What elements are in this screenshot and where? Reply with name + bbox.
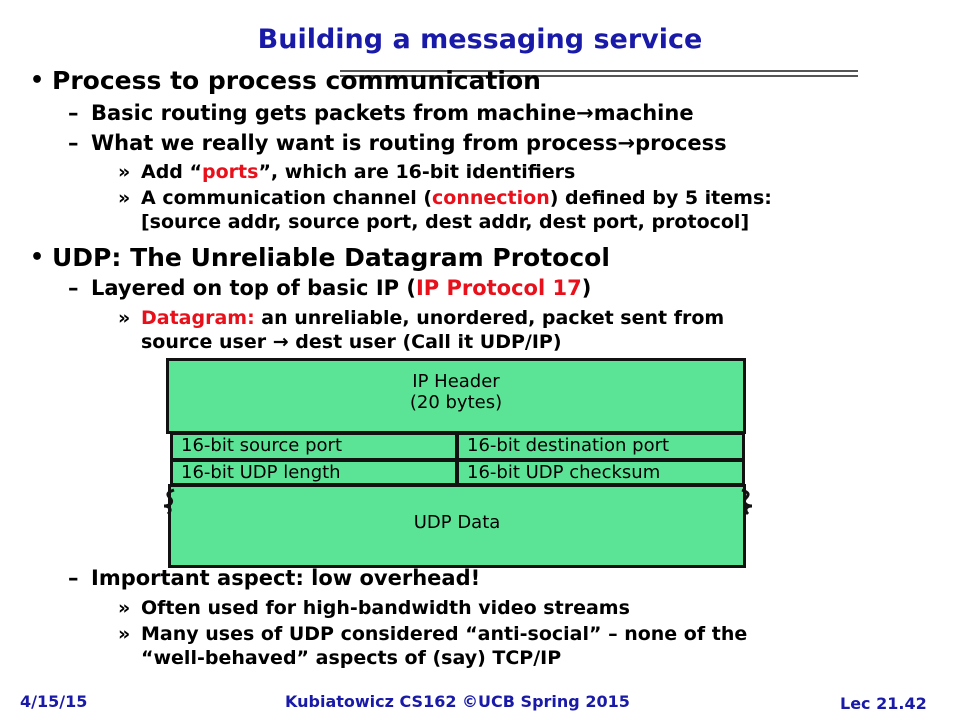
field-source-port: 16-bit source port (170, 432, 458, 461)
item-datagram-definition: Datagram: an unreliable, unordered, pack… (141, 307, 724, 329)
subbullet-text: Layered on top of basic IP ( (91, 276, 416, 300)
subbullet-basic-routing: Basic routing gets packets from machine→… (91, 101, 694, 125)
ip-header-size: (20 bytes) (409, 392, 503, 413)
dash-marker: – (68, 131, 79, 155)
title-rule-bottom (340, 75, 858, 77)
dash-marker: – (68, 566, 79, 590)
raquo-marker: » (118, 187, 131, 209)
item-text: ”, which are 16-bit identifiers (258, 161, 576, 183)
dash-marker: – (68, 101, 79, 125)
item-text: source user (141, 331, 273, 353)
highlight-ports: ports (202, 161, 259, 183)
subbullet-low-overhead: Important aspect: low overhead! (91, 566, 481, 590)
right-arrow-icon: → (272, 331, 289, 353)
highlight-connection: connection (432, 187, 550, 209)
ip-header-box: IP Header (20 bytes) (166, 358, 746, 434)
highlight-ip-protocol: IP Protocol 17 (415, 276, 582, 300)
right-break-icon (741, 488, 753, 516)
ip-header-label: IP Header (412, 371, 500, 392)
subbullet-text: machine (593, 101, 694, 125)
subbullet-text: What we really want is routing from proc… (91, 131, 618, 155)
diagram-break-marks (163, 488, 753, 516)
item-text: Add “ (141, 161, 203, 183)
footer-date: 4/15/15 (20, 692, 88, 711)
bullet-process-communication: Process to process communication (52, 66, 541, 95)
item-text: ) defined by 5 items: (549, 187, 772, 209)
item-text: dest user (Call it UDP/IP) (288, 331, 562, 353)
field-udp-length: 16-bit UDP length (170, 459, 458, 486)
raquo-marker: » (118, 161, 131, 183)
field-udp-checksum: 16-bit UDP checksum (456, 459, 745, 486)
item-anti-social: Many uses of UDP considered “anti-social… (141, 623, 748, 645)
footer-course: Kubiatowicz CS162 ©UCB Spring 2015 (285, 692, 630, 711)
raquo-marker: » (118, 623, 131, 645)
item-communication-channel: A communication channel (connection) def… (141, 187, 772, 209)
subbullet-text: ) (581, 276, 592, 300)
item-text: A communication channel ( (141, 187, 433, 209)
subbullet-layered-on-ip: Layered on top of basic IP (IP Protocol … (91, 276, 591, 300)
bullet-dot: • (30, 245, 45, 270)
item-add-ports: Add “ports”, which are 16-bit identifier… (141, 161, 575, 183)
bullet-dot: • (30, 68, 45, 93)
bullet-udp: UDP: The Unreliable Datagram Protocol (52, 243, 610, 272)
right-arrow-icon: → (576, 101, 594, 125)
subbullet-text: Basic routing gets packets from machine (91, 101, 577, 125)
item-text: an unreliable, unordered, packet sent fr… (254, 307, 725, 329)
item-well-behaved: “well-behaved” aspects of (say) TCP/IP (141, 647, 562, 669)
raquo-marker: » (118, 597, 131, 619)
item-datagram-direction: source user → dest user (Call it UDP/IP) (141, 331, 562, 353)
item-five-tuple: [source addr, source port, dest addr, de… (141, 211, 750, 233)
subbullet-process-routing: What we really want is routing from proc… (91, 131, 727, 155)
dash-marker: – (68, 276, 79, 300)
raquo-marker: » (118, 307, 131, 329)
right-arrow-icon: → (617, 131, 636, 155)
slide-title: Building a messaging service (257, 24, 703, 55)
highlight-datagram: Datagram: (141, 307, 255, 329)
udp-data-box: UDP Data (168, 484, 746, 568)
field-destination-port: 16-bit destination port (456, 432, 745, 461)
footer-lecture: Lec 21.42 (840, 694, 927, 713)
item-video-streams: Often used for high-bandwidth video stre… (141, 597, 630, 619)
udp-data-label: UDP Data (413, 512, 501, 533)
left-break-icon (163, 488, 175, 516)
title-rule-top (340, 70, 858, 72)
subbullet-text: process (635, 131, 727, 155)
